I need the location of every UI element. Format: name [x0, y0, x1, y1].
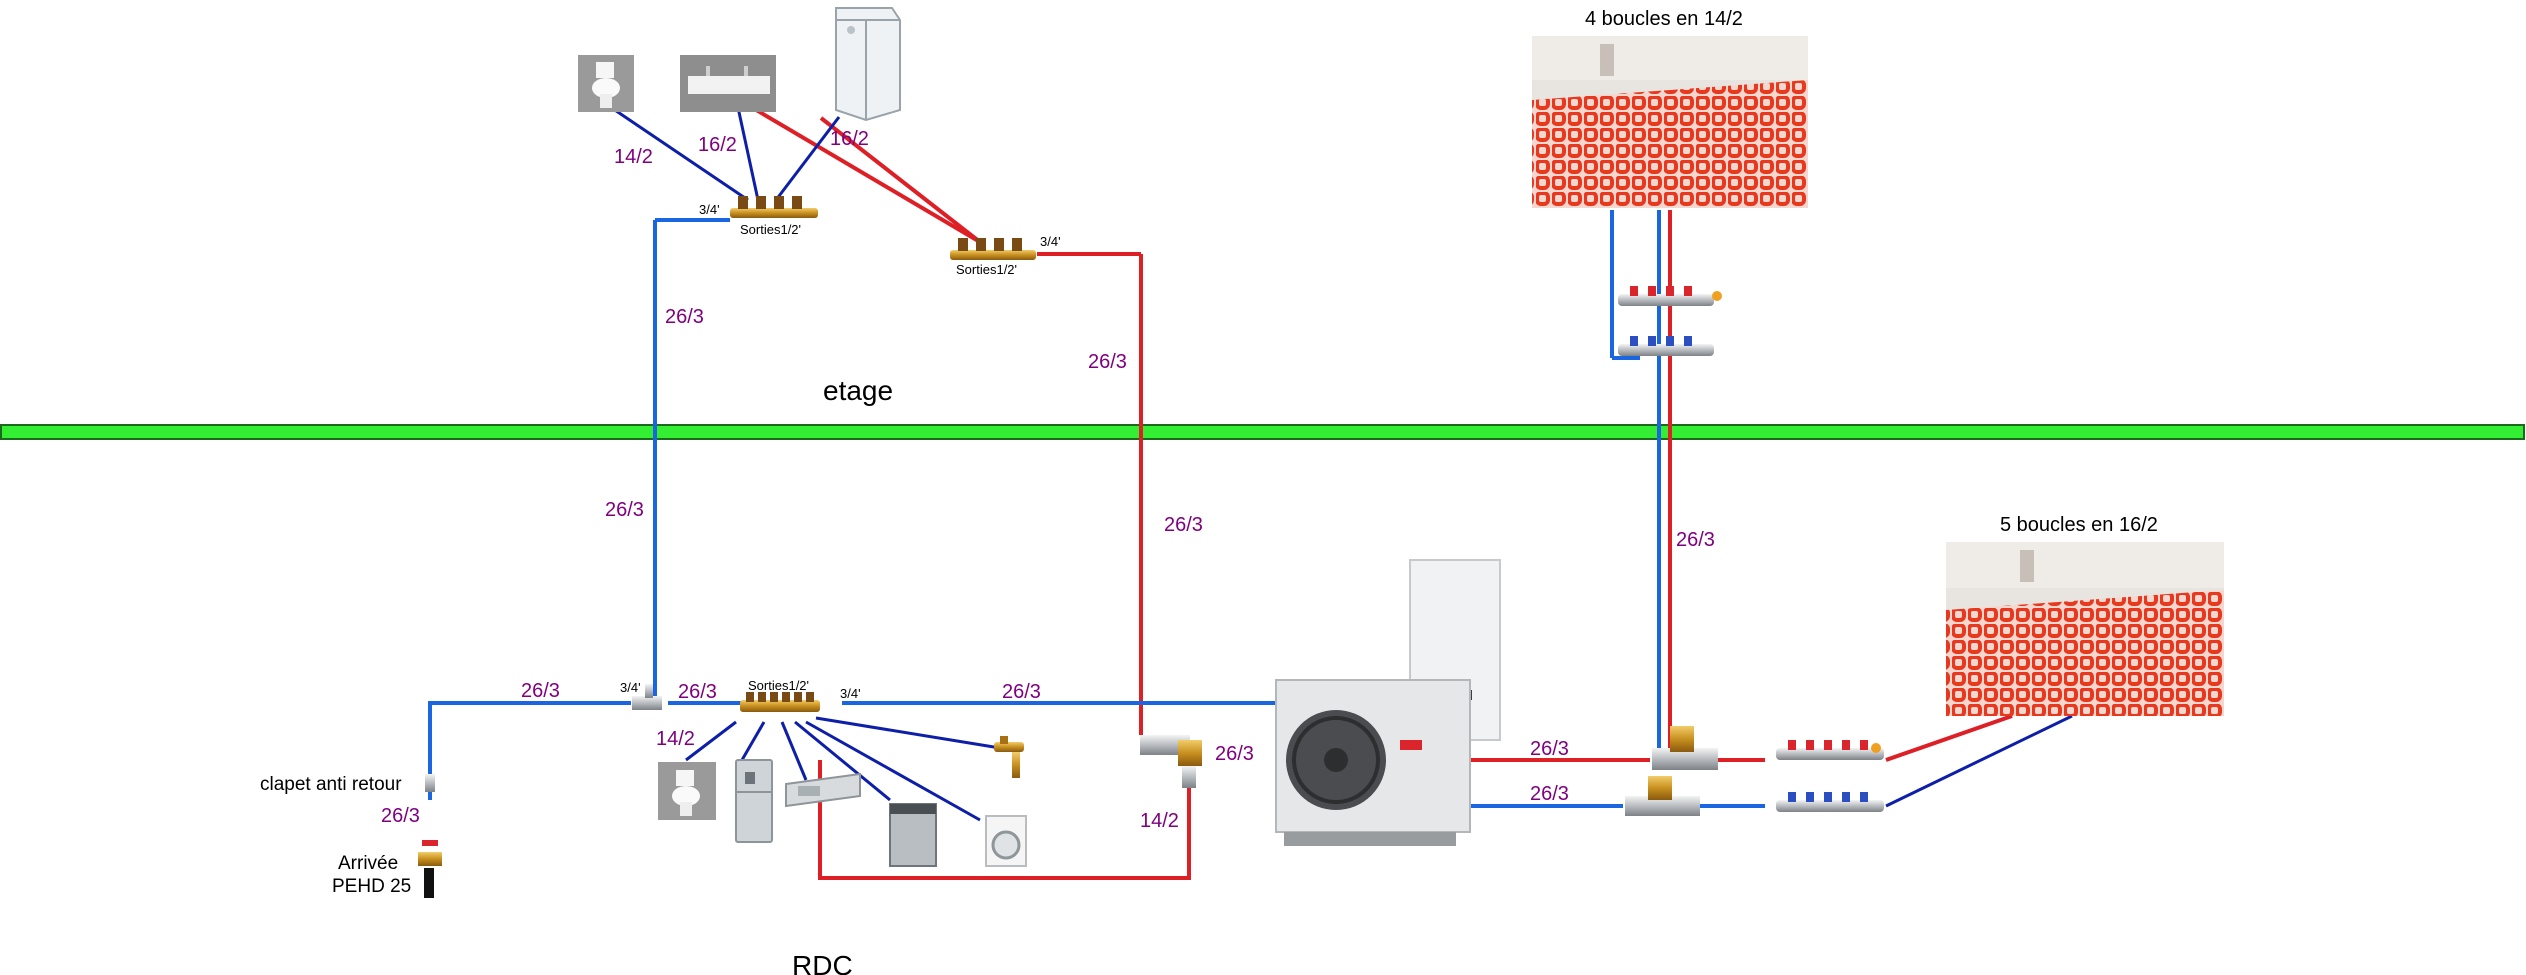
tee-fitting-cold: [632, 684, 662, 710]
arrival-label-line2: PEHD 25: [332, 876, 411, 897]
pipe-label-pac-red: 26/3: [1530, 738, 1569, 760]
pipe-label-wc-up: 14/2: [614, 146, 653, 168]
collector-inlet-upper-cold: 3/4': [699, 202, 720, 217]
tee-label: 3/4': [620, 680, 641, 695]
pipe-label-tee-to-collector: 26/3: [678, 681, 717, 703]
collector-label-upper-cold: Sorties1/2': [740, 222, 801, 237]
cold-branch-pipes: [599, 74, 2073, 822]
floor-heating-icon-upper: [1532, 36, 1808, 208]
arrival-pipe: [424, 868, 434, 898]
hot-water-pipes: [739, 99, 2013, 880]
collector-label-lower-cold: Sorties1/2': [748, 678, 809, 693]
kitchen-sink-icon: [785, 772, 861, 808]
shower-cabin-icon-upper: [835, 7, 901, 122]
pipe-label-riser-blue-lower: 26/3: [605, 499, 644, 521]
check-valve: [425, 774, 435, 792]
floor-heating-icon-lower: [1946, 542, 2224, 716]
floor-heating-title-lower: 5 boucles en 16/2: [2000, 514, 2158, 536]
collector-outlet-lower-cold: 3/4': [840, 686, 861, 701]
check-valve-label: clapet anti retour: [260, 774, 402, 795]
pipe-label-heating-riser: 26/3: [1676, 529, 1715, 551]
mixing-valve-hot: [1652, 726, 1718, 770]
section-label-upper: etage: [823, 375, 893, 406]
hot-collector-upper: [950, 238, 1036, 260]
washing-machine-icon: [985, 815, 1027, 867]
outdoor-tap-icon: [994, 736, 1024, 778]
section-label-lower: RDC: [792, 950, 853, 975]
heat-pump-icon: [1275, 559, 1501, 846]
toilet-icon-lower: [658, 762, 716, 820]
cold-collector-lower: [740, 692, 820, 712]
arrival-label-line1: Arrivée: [338, 853, 398, 874]
dishwasher-icon: [889, 803, 937, 867]
pipe-label-shower-up: 16/2: [830, 128, 869, 150]
pipe-label-riser-blue-upper: 26/3: [665, 306, 704, 328]
collector-inlet-upper-hot: 3/4': [1040, 234, 1061, 249]
floor-heating-title-upper: 4 boucles en 14/2: [1585, 8, 1743, 30]
ball-valve: [418, 840, 442, 866]
cold-collector-upper: [730, 196, 818, 218]
pipe-label-riser-red-lower: 26/3: [1164, 514, 1203, 536]
mixing-valve-cold: [1625, 776, 1700, 816]
toilet-icon-upper: [578, 55, 634, 112]
pipe-label-sink-up: 16/2: [698, 134, 737, 156]
pipe-label-pac-tee: 26/3: [1215, 743, 1254, 765]
pipe-label-wc-down: 14/2: [656, 728, 695, 750]
pipe-label-collector-to-pac: 26/3: [1002, 681, 1041, 703]
floor-slab: [0, 424, 2525, 440]
washbasin-icon-upper: [680, 55, 776, 112]
heating-manifold-icon-lower: [1776, 740, 1884, 812]
pipe-label-tee-down: 14/2: [1140, 810, 1179, 832]
tee-fitting-hot: [1140, 735, 1202, 788]
pipe-label-pac-blue: 26/3: [1530, 783, 1569, 805]
collector-label-upper-hot: Sorties1/2': [956, 262, 1017, 277]
pipe-label-inlet-horizontal: 26/3: [521, 680, 560, 702]
pipe-label-riser-red-upper: 26/3: [1088, 351, 1127, 373]
fridge-icon: [735, 759, 773, 843]
pipe-label-inlet-vertical: 26/3: [381, 805, 420, 827]
heating-manifold-icon-upper: [1618, 286, 1722, 356]
